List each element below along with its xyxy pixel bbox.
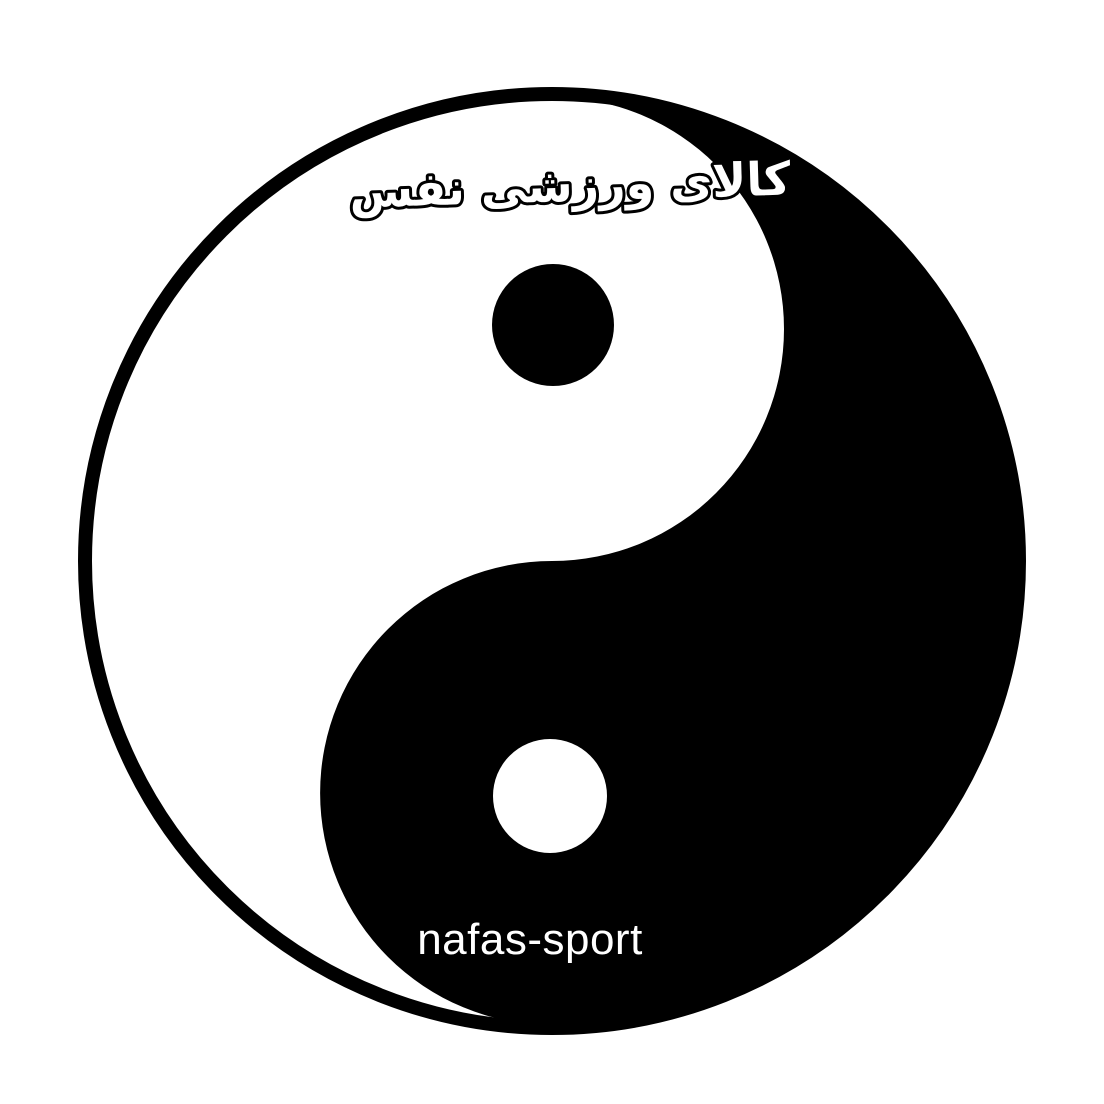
yin-black-half — [320, 97, 1016, 1025]
yin-yang-white-dot — [493, 739, 607, 853]
brand-name-persian: کالای ورزشی نفس — [349, 151, 792, 218]
yin-yang-black-dot — [492, 264, 614, 386]
yin-yang-outer-ring — [78, 87, 1026, 1035]
brand-name-latin: nafas-sport — [417, 915, 643, 964]
